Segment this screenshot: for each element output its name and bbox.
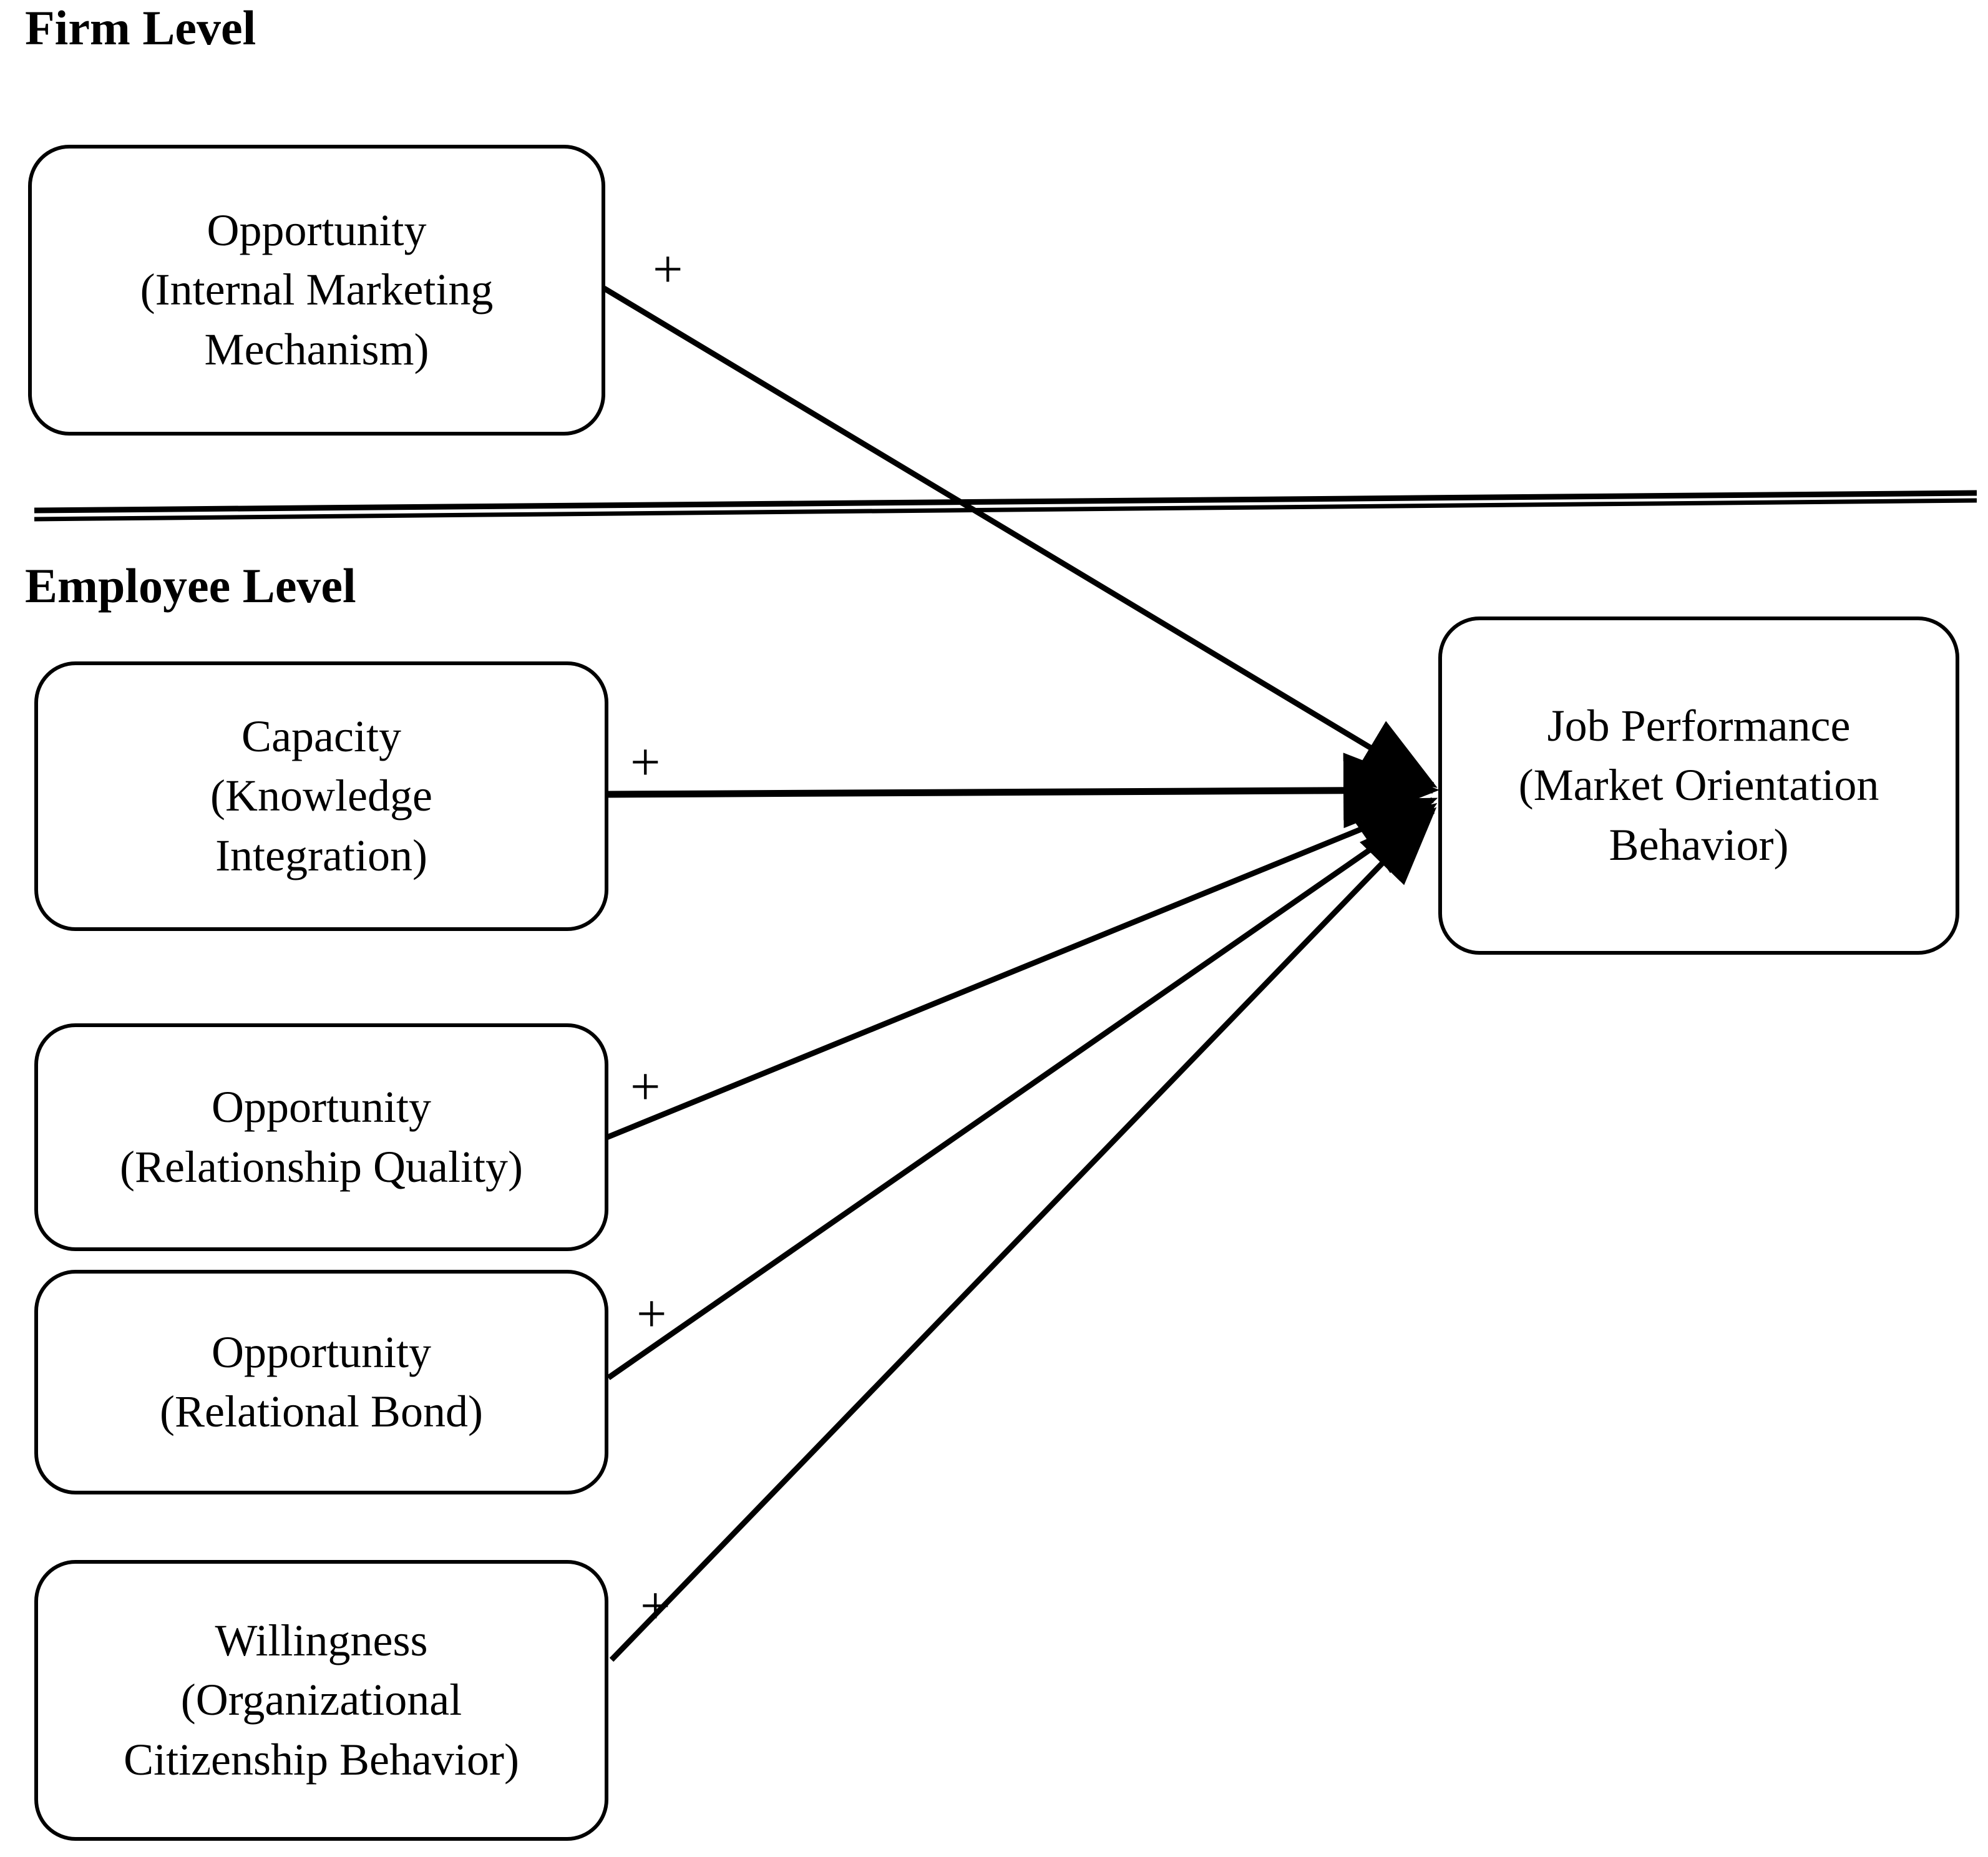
edge-sign-capacity: + [630, 732, 661, 792]
node-line-3: Behavior) [1609, 819, 1789, 870]
edge-capacity-to-job-performance [608, 753, 1440, 829]
node-line-2: (Market Orientation [1518, 760, 1879, 811]
node-job-performance-market-orientation-behavior[interactable]: Job Performance (Market Orientation Beha… [1438, 617, 1959, 955]
section-title-employee-level: Employee Level [25, 558, 356, 613]
edge-relationship-quality-to-job-performance [605, 797, 1438, 1141]
node-line-2: (Knowledge [210, 771, 432, 821]
section-title-firm-level: Firm Level [25, 1, 256, 55]
node-line-1: Opportunity [207, 205, 427, 256]
node-line-3: Citizenship Behavior) [124, 1734, 519, 1785]
edge-relational-bond-to-job-performance [607, 802, 1438, 1380]
node-line-1: Opportunity [212, 1327, 431, 1377]
node-capacity-knowledge-integration[interactable]: Capacity (Knowledge Integration) [34, 661, 608, 931]
node-line-1: Willingness [215, 1616, 428, 1666]
node-line-2: (Internal Marketing [140, 265, 494, 315]
edge-sign-relationship-quality: + [630, 1056, 661, 1116]
edge-sign-willingness-ocb: + [640, 1576, 671, 1635]
node-line-3: Mechanism) [204, 324, 429, 374]
node-line-1: Job Performance [1547, 701, 1851, 751]
edge-sign-firm-opportunity: + [653, 239, 683, 299]
node-line-1: Opportunity [212, 1082, 431, 1133]
edge-sign-relational-bond: + [636, 1284, 667, 1343]
node-line-2: (Relational Bond) [160, 1387, 483, 1436]
node-line-1: Capacity [241, 711, 401, 762]
edge-willingness-ocb-to-job-performance [609, 807, 1437, 1662]
node-line-3: Integration) [215, 830, 427, 880]
edge-firm-opportunity-to-job-performance [602, 286, 1438, 788]
node-opportunity-relationship-quality[interactable]: Opportunity (Relationship Quality) [34, 1023, 608, 1251]
node-opportunity-relational-bond[interactable]: Opportunity (Relational Bond) [34, 1270, 608, 1494]
node-firm-opportunity-internal-marketing-mechanism[interactable]: Opportunity (Internal Marketing Mechanis… [28, 145, 605, 436]
node-willingness-organizational-citizenship-behavior[interactable]: Willingness (Organizational Citizenship … [34, 1560, 608, 1841]
node-line-2: (Relationship Quality) [120, 1141, 523, 1192]
node-line-2: (Organizational [180, 1675, 462, 1725]
